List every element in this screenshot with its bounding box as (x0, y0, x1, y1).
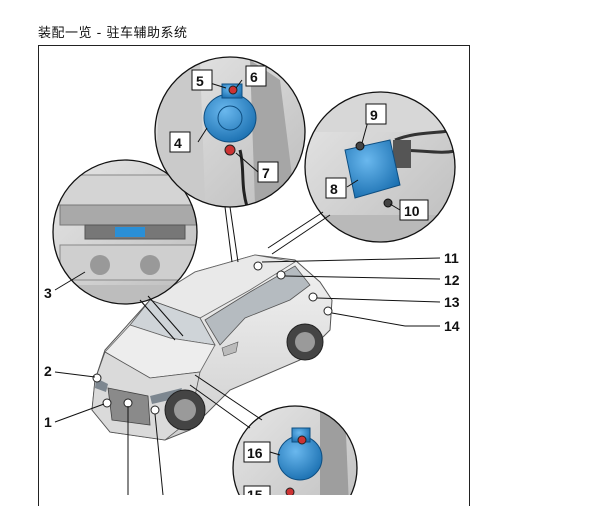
buzzer-component (203, 93, 257, 143)
leader-lines (54, 79, 441, 495)
callout-4: 4 (174, 135, 182, 151)
display-highlight (115, 227, 145, 237)
callout-1: 1 (44, 414, 52, 430)
callout-5: 5 (196, 73, 204, 89)
callout-3: 3 (44, 285, 52, 301)
callout-8: 8 (330, 181, 338, 197)
detail-display-module (52, 159, 198, 305)
detail-front-buzzer (232, 405, 358, 495)
callout-16: 16 (247, 445, 263, 461)
callout-11: 11 (444, 250, 459, 266)
callout-9: 9 (370, 107, 378, 123)
callout-7: 7 (262, 165, 270, 181)
callout-labels: 1 2 3 4 5 6 7 8 9 10 11 12 13 14 15 16 (44, 65, 460, 495)
control-unit-component (344, 139, 401, 199)
callout-10: 10 (404, 203, 420, 219)
callout-13: 13 (444, 294, 460, 310)
callout-14: 14 (444, 318, 460, 334)
callout-2: 2 (44, 363, 52, 379)
callout-15: 15 (247, 487, 263, 495)
callout-12: 12 (444, 272, 460, 288)
callout-6: 6 (250, 69, 258, 85)
assembly-diagram: 1 2 3 4 5 6 7 8 9 10 11 12 13 14 15 16 (44, 56, 460, 495)
page-title: 装配一览 - 驻车辅助系统 (38, 26, 188, 41)
